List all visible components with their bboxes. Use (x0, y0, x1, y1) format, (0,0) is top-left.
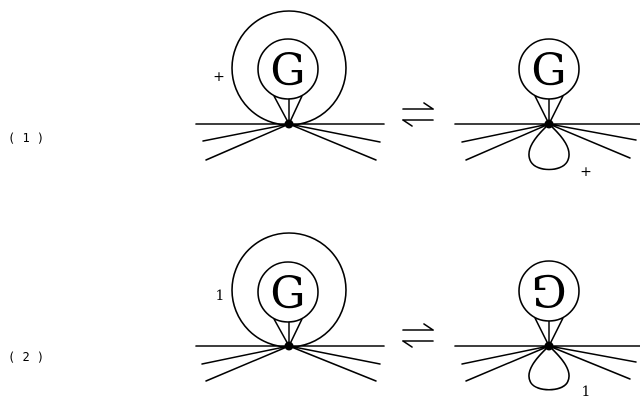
row-2-right-vertex-dot (544, 341, 554, 351)
row-2-right-star-lines (454, 345, 640, 382)
row-2-equilibrium-arrows (402, 323, 434, 348)
row-1-left-vertex-dot (284, 119, 294, 129)
row-1-right-vertex-dot (544, 119, 554, 129)
row-2-right-lower-loop (528, 344, 570, 391)
row-1-right-node-letter: G (531, 45, 566, 96)
row-1-equilibrium-arrows (402, 102, 434, 127)
row-1: ( 1 ) G + (8, 10, 640, 180)
row-1-right-star-lines (454, 123, 640, 161)
row-1-left-configuration: G + (195, 10, 385, 161)
row-1-left-star-lines (195, 123, 385, 161)
row-1-right-configuration: G + (454, 38, 640, 180)
row-1-left-node-circle (257, 38, 319, 100)
row-2-right-configuration: G 1 (454, 260, 640, 398)
row-1-left-node-letter: G (270, 45, 305, 96)
row-2-left-node-circle (257, 261, 319, 323)
row-2-left-node-letter: G (270, 268, 305, 319)
row-1-left-loop-label: + (213, 69, 225, 85)
row-1-label: ( 1 ) (8, 131, 44, 145)
row-2-left-star-lines (195, 345, 385, 382)
row-2-left-configuration: G 1 (195, 232, 385, 382)
row-2-left-loop-label: 1 (216, 288, 225, 304)
row-2-right-node-letter-mirrored: G (531, 264, 566, 315)
row-2: ( 2 ) G 1 (8, 232, 640, 398)
row-1-right-loop-label: + (580, 164, 592, 180)
row-1-right-lower-loop (528, 122, 570, 171)
row-2-left-vertex-dot (284, 341, 294, 351)
row-2-right-loop-label: 1 (582, 384, 591, 398)
row-2-label: ( 2 ) (8, 350, 44, 364)
